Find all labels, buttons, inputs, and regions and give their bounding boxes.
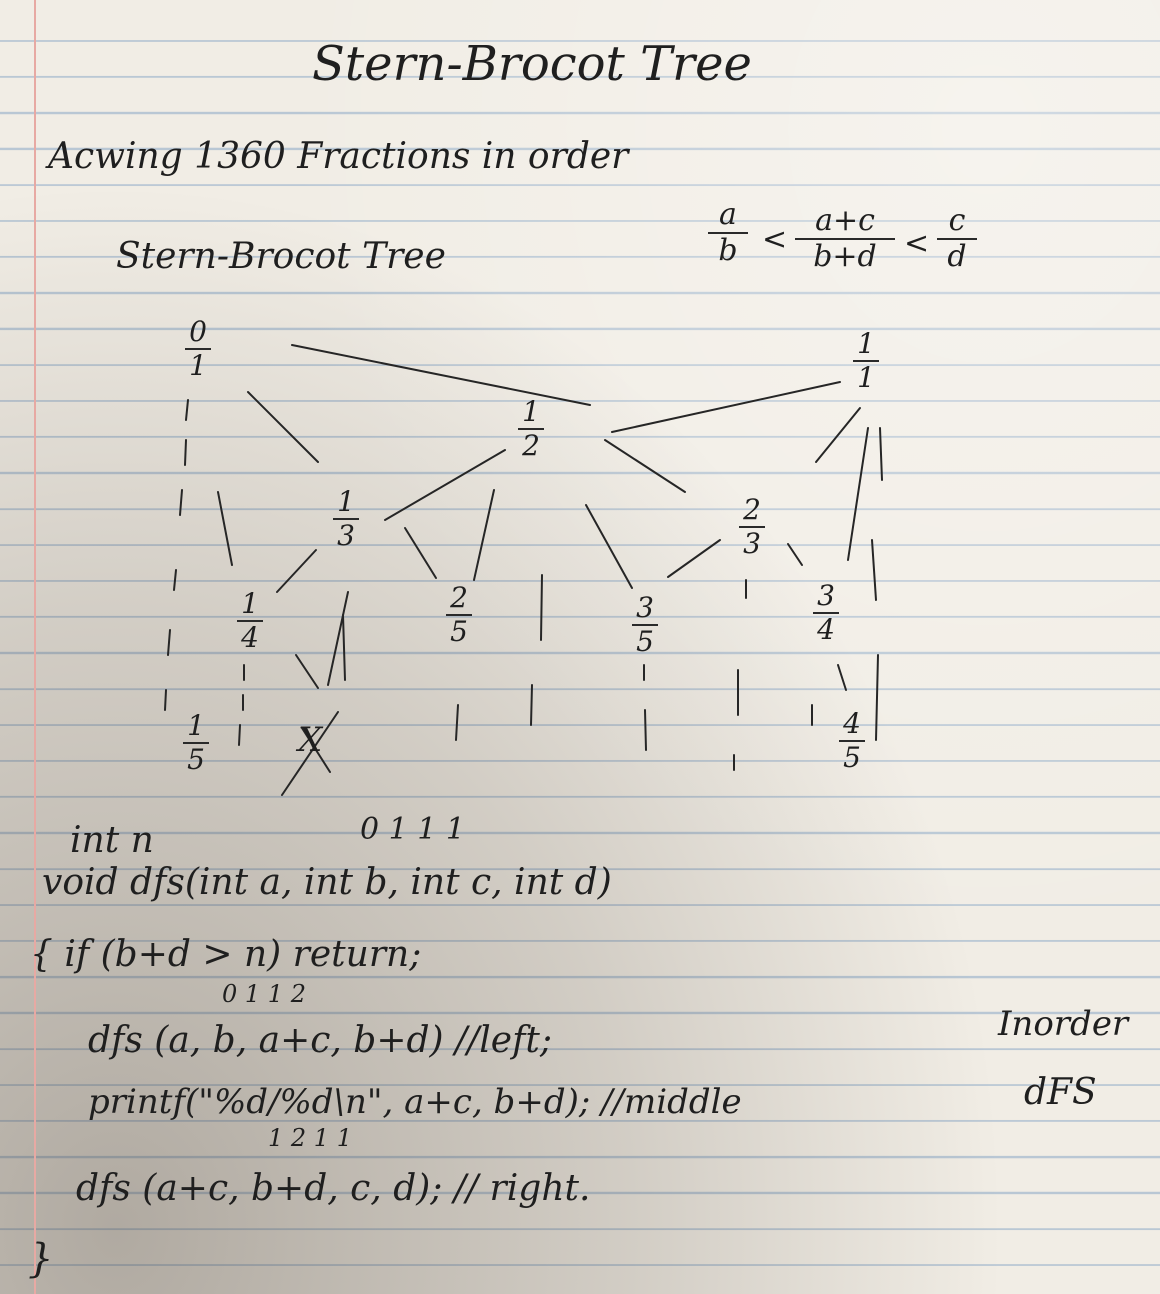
edge (455, 704, 459, 741)
code-line-5: printf("%d/%d\n", a+c, b+d); //middle (88, 1082, 742, 1122)
side-note-dfs: dFS (1024, 1072, 1097, 1113)
annotation-line3: 0 1 1 2 (222, 980, 306, 1008)
edge (291, 344, 591, 406)
edge (815, 407, 861, 463)
edge (217, 491, 233, 566)
code-line-6: dfs (a+c, b+d, c, d); // right. (76, 1168, 591, 1209)
edge (301, 727, 331, 773)
edge (295, 654, 319, 689)
edge (238, 664, 245, 746)
edge (404, 527, 437, 579)
edge (604, 439, 686, 493)
page-title: Stern-Brocot Tree (312, 36, 752, 92)
edge (247, 391, 319, 463)
edge (342, 614, 346, 681)
problem-heading: Acwing 1360 Fractions in order (48, 136, 629, 177)
annotation-line5: 1 2 1 1 (268, 1124, 352, 1152)
edge (530, 574, 543, 726)
code-line-1: int n (70, 820, 154, 861)
side-note-inorder: Inorder (998, 1004, 1129, 1044)
less-than-2: < (904, 226, 930, 261)
code-line-7: } (28, 1236, 54, 1282)
less-than-1: < (762, 222, 788, 257)
edge (667, 539, 721, 578)
code-line-4: dfs (a, b, a+c, b+d) //left; (88, 1020, 553, 1061)
edge (327, 591, 349, 686)
code-line-3: { if (b+d > n) return; (30, 934, 422, 975)
edge (585, 504, 633, 589)
edge (611, 381, 841, 433)
edge (276, 549, 317, 593)
edge (847, 427, 869, 561)
edge (787, 543, 803, 566)
edge (733, 579, 747, 771)
edge (164, 399, 189, 711)
subtitle: Stern-Brocot Tree (116, 236, 446, 277)
edge (811, 664, 847, 726)
crossed-out-node: X (298, 720, 323, 760)
edge (384, 449, 506, 521)
edge (643, 664, 647, 751)
code-line-2: void dfs(int a, int b, int c, int d) (42, 862, 612, 903)
annotation-line1: 0 1 1 1 (360, 812, 465, 847)
edge (871, 427, 883, 741)
red-margin-line (34, 0, 36, 1294)
edge (473, 489, 495, 581)
edge (281, 711, 339, 796)
